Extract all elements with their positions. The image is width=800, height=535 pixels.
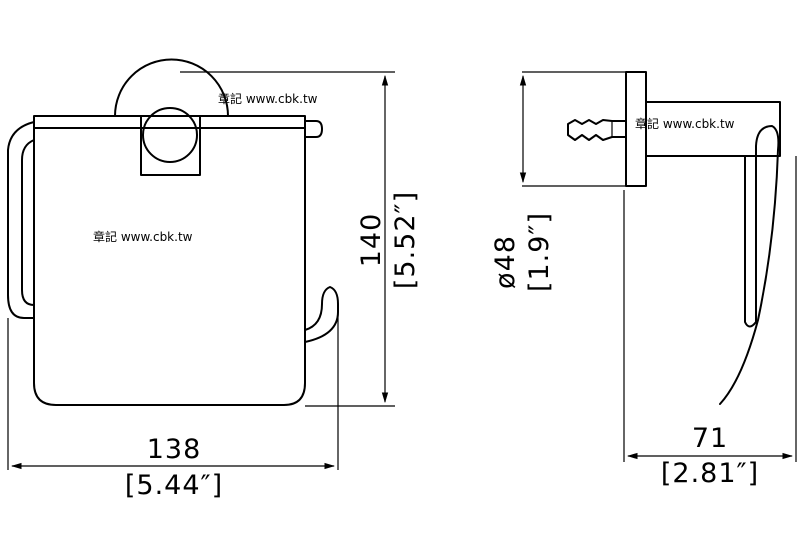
watermark-middle: 章記 www.cbk.tw [93, 229, 193, 244]
roll-arm-loop [719, 125, 780, 405]
right-hook [304, 286, 339, 343]
side-extension-lines [522, 71, 797, 462]
width-mm-label: 138 [147, 434, 202, 465]
watermark-top: 章記 www.cbk.tw [218, 91, 318, 106]
depth-in-label: [2.81″] [661, 458, 759, 489]
watermark-side: 章記 www.cbk.tw [635, 116, 735, 131]
left-wire-arm [7, 121, 35, 319]
width-in-label: [5.44″] [125, 470, 223, 501]
depth-dimension: 71 [2.81″] [626, 423, 794, 489]
hinge-block [140, 115, 201, 176]
cover-plate [33, 117, 306, 406]
diameter-dimension: ø48 [1.9″] [490, 74, 555, 292]
diameter-mm-label: ø48 [490, 235, 521, 289]
wall-rosette-front [114, 58, 229, 117]
cover-knob [304, 120, 323, 138]
diameter-in-label: [1.9″] [524, 212, 555, 292]
front-view [7, 58, 339, 406]
height-mm-label: 140 [356, 213, 387, 268]
height-dimension: 140 [5.52″] [356, 74, 421, 404]
hinge-circle [142, 107, 198, 163]
arm-body [645, 101, 781, 157]
screw-anchor [567, 119, 627, 141]
cover-top-bar [33, 115, 306, 129]
height-in-label: [5.52″] [390, 191, 421, 289]
left-wire-arm-inner [21, 139, 35, 306]
width-dimension: 138 [5.44″] [10, 434, 336, 501]
depth-mm-label: 71 [692, 423, 728, 454]
front-extension-lines [7, 71, 395, 470]
side-view [567, 71, 781, 405]
